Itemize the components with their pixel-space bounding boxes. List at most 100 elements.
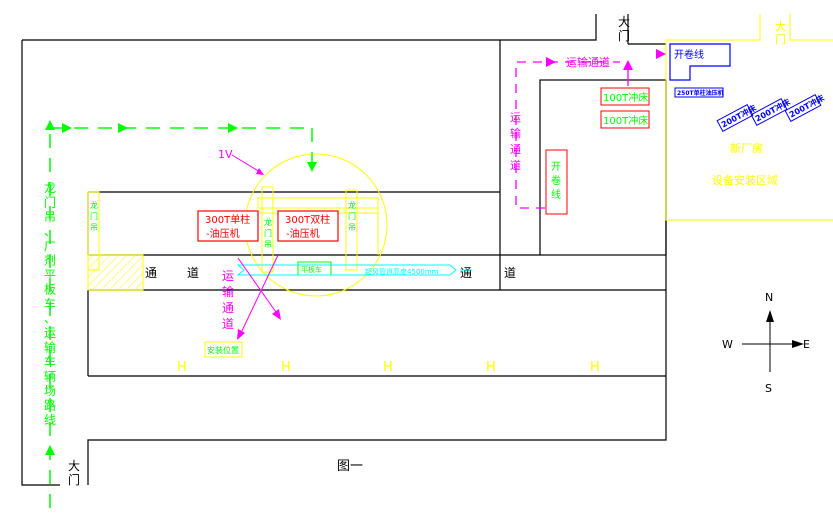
gantry-crane-text-char: 龙 bbox=[264, 217, 272, 227]
lv-leader-line bbox=[231, 154, 261, 173]
transport-vert-text-char: 输 bbox=[510, 126, 521, 140]
transport-arrow-head-1 bbox=[272, 309, 281, 320]
flatbed-marker-label: 平板车 bbox=[301, 265, 322, 274]
compass-n-arrow bbox=[766, 310, 774, 322]
compass-e-label: E bbox=[803, 338, 810, 351]
gate-bottom-label-2: 门 bbox=[68, 472, 80, 487]
wall-bottom bbox=[87, 80, 667, 485]
transport-mag-vert-char: 道 bbox=[222, 317, 234, 331]
kaijuan-line-top-label: 开卷线 bbox=[674, 48, 704, 61]
transport-mag-vert-char: 运 bbox=[222, 269, 234, 283]
press-200t-2-box bbox=[750, 98, 788, 126]
gantry-crane-3: 龙门吊 bbox=[345, 189, 358, 271]
kaijuan-line-top-box bbox=[669, 43, 731, 81]
left-route-text-char: 车 bbox=[44, 354, 56, 369]
compass-s-label: S bbox=[765, 382, 772, 395]
kaijuan-line-annex: 开卷线 bbox=[545, 149, 568, 215]
compass-n-label: N bbox=[765, 291, 773, 304]
gantry-crane-2: 龙门吊 bbox=[261, 186, 274, 273]
h-marker-5: H bbox=[590, 360, 600, 375]
new-plant-gate-label-2: 门 bbox=[775, 32, 786, 46]
transport-route-path bbox=[515, 61, 620, 209]
arrow-down bbox=[307, 162, 317, 172]
install-position-box bbox=[204, 341, 243, 358]
arrow-right-1 bbox=[62, 123, 72, 133]
new-plant-label: 新厂房 bbox=[730, 141, 763, 155]
arrow-up-top bbox=[45, 120, 55, 130]
press-300t-single: 300T单柱 -油压机 bbox=[197, 210, 259, 242]
kaijuan-line-annex-box bbox=[545, 149, 568, 215]
hatched-area bbox=[87, 254, 144, 291]
h-marker-3: H bbox=[383, 360, 393, 375]
press-100t-1: 100T冲床 bbox=[600, 87, 650, 106]
compass: N S E W bbox=[722, 291, 810, 395]
transport-channel-label: 运输通道 bbox=[566, 55, 610, 69]
transport-vert-text: 运输通道 bbox=[510, 111, 521, 172]
arrow-right-2 bbox=[118, 123, 128, 133]
transport-vert-text-char: 运 bbox=[510, 111, 521, 124]
press-300t-double-line2: -油压机 bbox=[286, 227, 320, 240]
gantry-crane-2-text: 龙门吊 bbox=[264, 217, 272, 249]
wall-top bbox=[22, 14, 597, 41]
left-route-text-char: 运 bbox=[44, 326, 56, 340]
left-route-text-char: 剂 bbox=[44, 253, 56, 268]
gantry-crane-text-char: 门 bbox=[90, 211, 98, 221]
transport-mag-vert-char: 通 bbox=[222, 301, 234, 315]
gate-top-label-1: 大 bbox=[618, 15, 630, 29]
new-plant-gate-label-1: 大 bbox=[775, 19, 786, 33]
press-100t-2-label: 100T冲床 bbox=[603, 114, 648, 127]
left-route-text-char: 龙 bbox=[44, 181, 56, 195]
press-200t-1-box bbox=[716, 104, 754, 132]
lv-leader-arrow bbox=[256, 168, 264, 175]
left-route-text-char: 线 bbox=[44, 413, 56, 427]
building-walls bbox=[21, 14, 667, 486]
transport-vert-text-char: 通 bbox=[510, 143, 521, 156]
press-100t-1-box bbox=[600, 87, 650, 106]
press-200t-1: 200T冲床 bbox=[716, 102, 759, 132]
left-route-text-char: 路 bbox=[44, 398, 56, 413]
duct-height-bar-shape bbox=[236, 264, 457, 276]
compass-w-label: W bbox=[722, 338, 733, 351]
equip-area-label: 设备安装区域 bbox=[712, 173, 778, 187]
press-300t-single-line2: -油压机 bbox=[206, 227, 240, 240]
kaijuan-line-top: 开卷线 bbox=[669, 43, 731, 81]
gantry-crane-3-box bbox=[345, 189, 358, 271]
gate-top-label-2: 门 bbox=[618, 28, 630, 43]
figure-caption: 图一 bbox=[337, 459, 363, 474]
left-route-arrows bbox=[45, 120, 317, 455]
press-200t-3-box bbox=[784, 94, 822, 122]
transport-vert-text-char: 道 bbox=[510, 158, 521, 172]
left-route-text-char: 输 bbox=[44, 340, 56, 355]
transport-arrow-line-1 bbox=[237, 257, 279, 316]
h-marker-4: H bbox=[486, 360, 496, 375]
press-300t-double-line1: 300T双柱 bbox=[285, 213, 330, 226]
kaijuan-vert-text-char: 卷 bbox=[551, 174, 561, 187]
install-position: 安装位置 bbox=[204, 341, 243, 358]
left-route-text-char: 场 bbox=[44, 384, 56, 398]
aisle-label-1b: 道 bbox=[187, 266, 199, 280]
kaijuan-vert-text: 开卷线 bbox=[551, 162, 561, 201]
press-200t-3: 200T冲床 bbox=[784, 92, 827, 122]
new-plant-gate-edge bbox=[789, 14, 833, 41]
transport-route-arrows bbox=[546, 49, 666, 86]
left-route-text-char: 车 bbox=[44, 296, 56, 311]
press-300t-double: 300T双柱 -油压机 bbox=[277, 210, 339, 242]
gate-bottom-label-1: 大 bbox=[68, 459, 80, 473]
duct-height-bar: 超风管道高度4500mm bbox=[236, 264, 457, 276]
gantry-crane-3-text: 龙门吊 bbox=[348, 200, 356, 232]
gantry-crane-1-text: 龙门吊 bbox=[90, 200, 98, 232]
left-route-text-char: 门 bbox=[44, 195, 56, 210]
transport-arrow-up bbox=[623, 60, 633, 70]
press-100t-2-box bbox=[600, 110, 650, 129]
gantry-crane-text-char: 吊 bbox=[264, 240, 272, 249]
press-100t-2: 100T冲床 bbox=[600, 110, 650, 129]
press-250t-label: 250T单柱油压机 bbox=[677, 89, 724, 97]
gantry-crane-text-char: 吊 bbox=[90, 223, 98, 232]
transport-route-line bbox=[515, 61, 620, 209]
transport-arrow-head-2 bbox=[237, 329, 245, 340]
left-route-text-char: 辆 bbox=[44, 370, 56, 384]
transport-arrow-right bbox=[546, 57, 556, 67]
